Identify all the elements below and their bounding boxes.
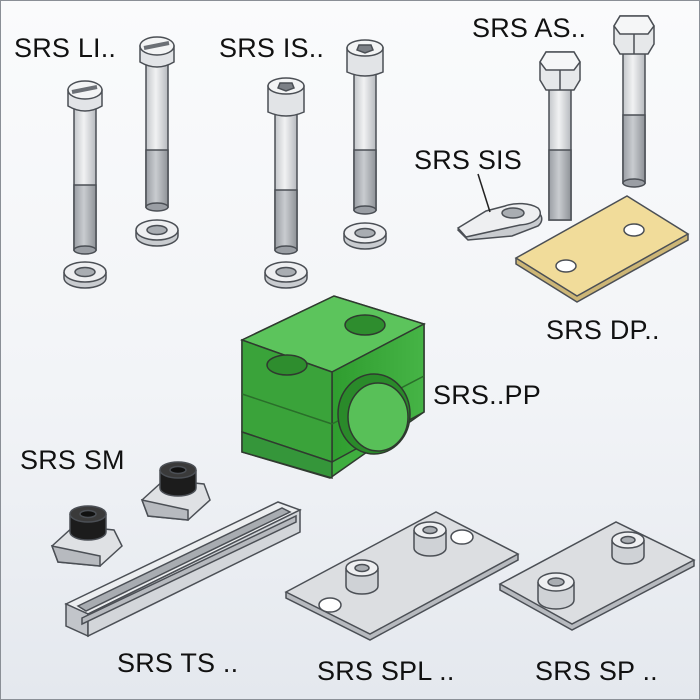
srs-li-screw-right xyxy=(139,36,175,212)
srs-dp-cover-plate xyxy=(514,195,690,303)
srs-li-washer-right xyxy=(135,219,179,247)
srs-li-screw-left xyxy=(67,80,103,255)
srs-is-screw-right xyxy=(346,39,384,215)
srs-is-screw-left xyxy=(267,77,305,255)
label-srs-is: SRS IS.. xyxy=(219,33,325,63)
srs-as-screw-left xyxy=(539,51,581,221)
srs-sis-locking-plate xyxy=(456,173,543,241)
srs-ts-mounting-rail xyxy=(64,501,302,638)
srs-li-washer-left xyxy=(63,261,107,289)
label-srs-dp: SRS DP.. xyxy=(546,315,660,345)
label-srs-as: SRS AS.. xyxy=(472,13,587,43)
srs-sm-sliding-nut-left xyxy=(50,505,123,567)
srs-is-washer-right xyxy=(343,222,387,250)
srs-is-washer-left xyxy=(264,261,308,289)
label-srs-sp: SRS SP .. xyxy=(535,656,658,686)
label-srs-ts: SRS TS .. xyxy=(117,648,239,678)
label-srs-sm: SRS SM xyxy=(20,445,125,475)
srs-pp-clamp-block xyxy=(240,295,426,479)
srs-as-screw-right xyxy=(613,15,655,188)
srs-spl-plate xyxy=(284,511,520,641)
label-srs-spl: SRS SPL .. xyxy=(317,656,455,686)
label-srs-sis: SRS SIS xyxy=(414,145,522,175)
srs-sm-sliding-nut-right xyxy=(140,461,211,521)
label-srs-pp: SRS..PP xyxy=(433,380,541,410)
srs-sp-plate xyxy=(498,521,696,631)
label-srs-li: SRS LI.. xyxy=(14,33,117,63)
